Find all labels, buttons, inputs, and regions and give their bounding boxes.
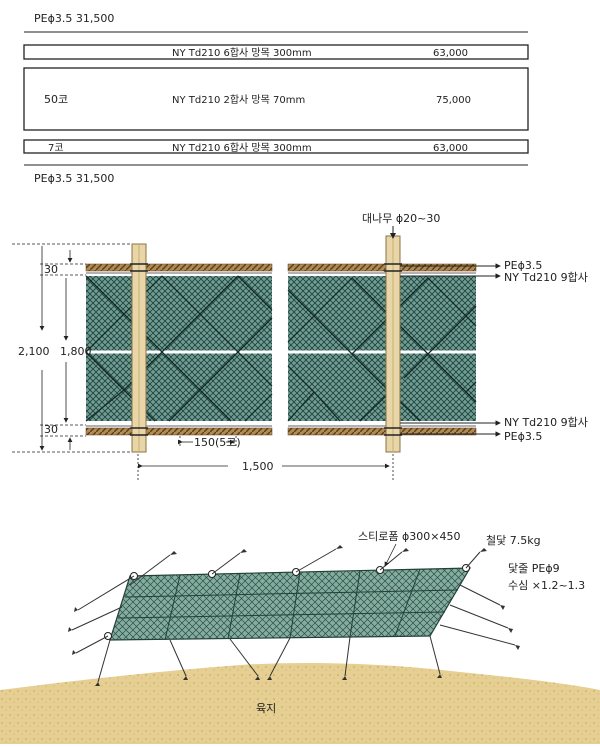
large-mesh: [85, 275, 477, 422]
net-band-top-length: 63,000: [433, 48, 468, 59]
net-band-middle: [23, 67, 529, 131]
net-band-bottom-spec: NY Td210 6합사 망목 300mm: [172, 142, 312, 154]
net-band-top-spec: NY Td210 6합사 망목 300mm: [172, 47, 312, 59]
iron-anchors: [68, 545, 520, 686]
net-band-bottom-mesh-count: 7코: [48, 143, 64, 154]
net-band-bottom: [23, 139, 529, 154]
right-top-net-label: NY Td210 9합사: [504, 271, 588, 284]
bottom-rope-left: [85, 427, 273, 436]
bottom-rope-label: PEϕ3.5 31,500: [34, 172, 114, 185]
net-band-middle-length: 75,000: [436, 95, 471, 106]
bottom-dimensions: [137, 436, 394, 480]
depth-ratio-label: 수심 ×1.2~1.3: [508, 579, 585, 592]
spec-table: PEϕ3.5 31,500 NY Td210 6합사 망목 300mm 63,0…: [23, 12, 529, 185]
perspective-drawing: 스티로폼 ϕ300×450 철닻 7.5kg 닻줄 PEϕ9 수심 ×1.2~1…: [0, 530, 600, 744]
net-band-top: [23, 44, 529, 60]
right-bottom-rope-label: PEϕ3.5: [504, 430, 542, 443]
net-band-bottom-length: 63,000: [433, 143, 468, 154]
top-rope-label: PEϕ3.5 31,500: [34, 12, 114, 25]
net-panel-right: [288, 276, 476, 421]
right-bottom-net-label: NY Td210 9합사: [504, 416, 588, 429]
bottom-edge-height-label: 30: [44, 423, 58, 436]
anchor-label: 철닻 7.5kg: [486, 534, 541, 547]
net-height-label: 1,800: [60, 345, 92, 358]
net-band-middle-mesh-count: 50코: [44, 93, 68, 106]
top-edge-height-label: 30: [44, 263, 58, 276]
anchor-ropes: [71, 548, 516, 683]
pole-ties: [130, 263, 402, 436]
right-label-leaders: [400, 263, 501, 437]
top-rope-right: [287, 263, 477, 272]
bottom-rope-right: [287, 427, 477, 436]
pole-spacing-label: 1,500: [242, 460, 274, 473]
total-height-label: 2,100: [18, 345, 50, 358]
anchor-rope-label: 닻줄 PEϕ9: [508, 562, 560, 575]
top-rope-left: [85, 263, 273, 272]
net-panel-left: [86, 276, 272, 421]
elevation-drawing: 대나무 ϕ20~30 2,100 30 1,800 30: [12, 212, 588, 480]
net-band-middle-spec: NY Td210 2합사 망목 70mm: [172, 94, 305, 106]
ground-label: 육지: [256, 702, 276, 715]
bamboo-pole-label: 대나무 ϕ20~30: [362, 212, 440, 225]
float-label: 스티로폼 ϕ300×450: [358, 530, 460, 543]
right-top-rope-label: PEϕ3.5: [504, 259, 542, 272]
mesh-count-label: 150(5코): [194, 436, 241, 449]
left-dimensions: [12, 243, 132, 453]
ground-land: [0, 662, 600, 744]
